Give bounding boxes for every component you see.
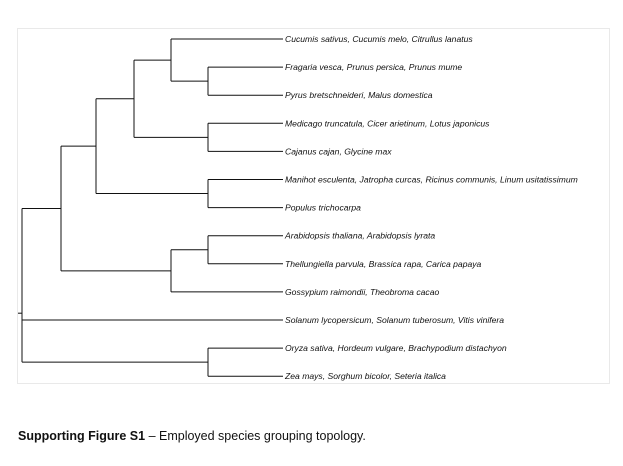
leaf-label: Arabidopsis thaliana, Arabidopsis lyrata — [284, 231, 435, 241]
leaf-label: Fragaria vesca, Prunus persica, Prunus m… — [285, 62, 462, 72]
caption-text: – Employed species grouping topology. — [145, 429, 366, 443]
leaf-label: Manihot esculenta, Jatropha curcas, Rici… — [285, 175, 578, 185]
leaf-label: Cucumis sativus, Cucumis melo, Citrullus… — [285, 34, 473, 44]
figure-frame — [17, 28, 610, 384]
leaf-label: Medicago truncatula, Cicer arietinum, Lo… — [285, 118, 490, 128]
leaf-label: Zea mays, Sorghum bicolor, Seteria itali… — [284, 371, 446, 381]
leaf-label: Populus trichocarpa — [285, 203, 361, 213]
figure-caption: Supporting Figure S1 – Employed species … — [18, 429, 366, 443]
leaf-label: Solanum lycopersicum, Solanum tuberosum,… — [285, 315, 504, 325]
leaf-label: Gossypium raimondii, Theobroma cacao — [285, 287, 439, 297]
leaf-label: Cajanus cajan, Glycine max — [285, 146, 392, 156]
leaf-label: Pyrus bretschneideri, Malus domestica — [285, 90, 433, 100]
caption-label: Supporting Figure S1 — [18, 429, 146, 443]
phylogenetic-tree: Cucumis sativus, Cucumis melo, Citrullus… — [18, 34, 578, 381]
leaf-label: Thellungiella parvula, Brassica rapa, Ca… — [285, 259, 482, 269]
leaf-label: Oryza sativa, Hordeum vulgare, Brachypod… — [285, 343, 507, 353]
